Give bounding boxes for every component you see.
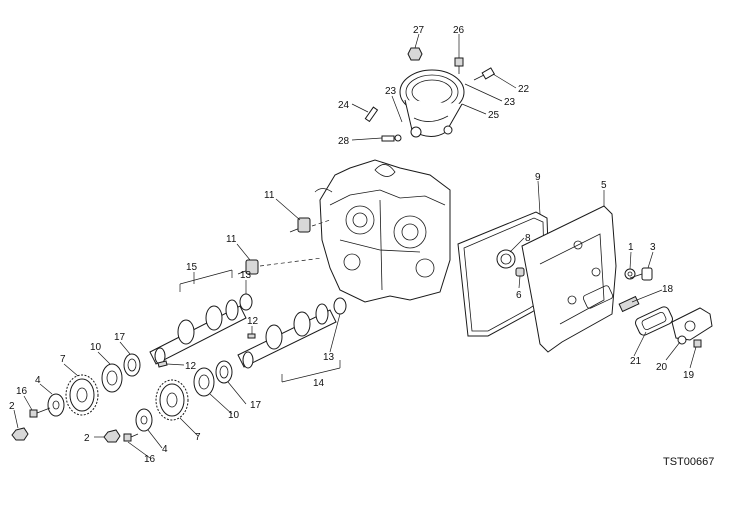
callout-2: 2 — [9, 401, 15, 412]
stud-11-lower — [237, 259, 259, 275]
key-12-lower — [157, 360, 168, 368]
camshaft-upper — [149, 299, 247, 365]
callout-26: 26 — [453, 25, 465, 36]
callout-11: 11 — [226, 234, 237, 245]
callout-23: 23 — [504, 97, 516, 108]
screw-19 — [693, 339, 702, 348]
callout-13: 13 — [323, 352, 335, 363]
washer-4-left — [47, 393, 65, 417]
fitting-20 — [671, 307, 713, 345]
screw-3 — [629, 267, 653, 281]
washer-4-right — [135, 408, 153, 432]
callout-11: 11 — [264, 190, 275, 201]
gear-7-right — [155, 379, 189, 421]
seal-17-right — [215, 360, 233, 384]
callout-19: 19 — [683, 370, 695, 381]
plug-6 — [515, 267, 525, 277]
callout-8: 8 — [525, 233, 531, 244]
callout-10: 10 — [90, 342, 102, 353]
bracket-18 — [618, 295, 640, 313]
callout-22: 22 — [518, 84, 530, 95]
sensor-28 — [381, 134, 402, 142]
key-12-upper — [247, 333, 256, 339]
callout-18: 18 — [662, 284, 674, 295]
callout-4: 4 — [35, 375, 41, 386]
gear-7-left — [65, 374, 99, 416]
callout-14: 14 — [313, 378, 325, 389]
seal-8 — [496, 249, 516, 269]
callout-7: 7 — [195, 432, 201, 443]
leader-lines — [13, 33, 697, 459]
screw-16-left — [29, 407, 51, 418]
drawing-code: TST00667 — [663, 456, 714, 468]
callout-9: 9 — [535, 172, 541, 183]
callout-28: 28 — [338, 136, 350, 147]
callout-labels: 27 26 22 23 23 24 25 28 9 5 11 11 8 6 1 … — [9, 25, 695, 465]
callout-7: 7 — [60, 354, 66, 365]
pulley-10-right — [193, 367, 215, 397]
sensor-24 — [364, 106, 379, 123]
screw-16-right — [123, 433, 139, 442]
callout-12: 12 — [247, 316, 259, 327]
cover-5 — [521, 205, 617, 353]
callout-6: 6 — [516, 290, 522, 301]
callout-5: 5 — [601, 180, 607, 191]
cylinder-head — [314, 159, 451, 303]
callout-10: 10 — [228, 410, 240, 421]
callout-1: 1 — [628, 242, 634, 253]
plug-13-lower — [333, 297, 347, 315]
seal-17-left — [123, 353, 141, 377]
callout-23: 23 — [385, 86, 397, 97]
callout-4: 4 — [162, 444, 168, 455]
fitting-22 — [473, 67, 496, 81]
camshaft-lower — [237, 303, 337, 369]
gasket-21 — [635, 306, 673, 336]
callout-17: 17 — [250, 400, 262, 411]
callout-20: 20 — [656, 362, 668, 373]
callout-13: 13 — [240, 270, 252, 281]
callout-3: 3 — [650, 242, 656, 253]
nut-27 — [407, 47, 423, 61]
stud-11-upper — [289, 217, 311, 233]
callout-25: 25 — [488, 110, 500, 121]
washer-1 — [624, 268, 636, 280]
callout-16: 16 — [144, 454, 156, 465]
callout-17: 17 — [114, 332, 126, 343]
callout-2: 2 — [84, 433, 90, 444]
callout-27: 27 — [413, 25, 425, 36]
callout-12: 12 — [185, 361, 197, 372]
callout-21: 21 — [630, 356, 642, 367]
callout-15: 15 — [186, 262, 198, 273]
callout-16: 16 — [16, 386, 28, 397]
nut-2-left — [11, 427, 29, 441]
plug-13-upper — [239, 293, 253, 311]
nut-2-right — [103, 429, 121, 443]
pulley-10-left — [101, 363, 123, 393]
screw-26 — [454, 57, 464, 74]
intake-manifold — [399, 69, 465, 138]
callout-24: 24 — [338, 100, 350, 111]
